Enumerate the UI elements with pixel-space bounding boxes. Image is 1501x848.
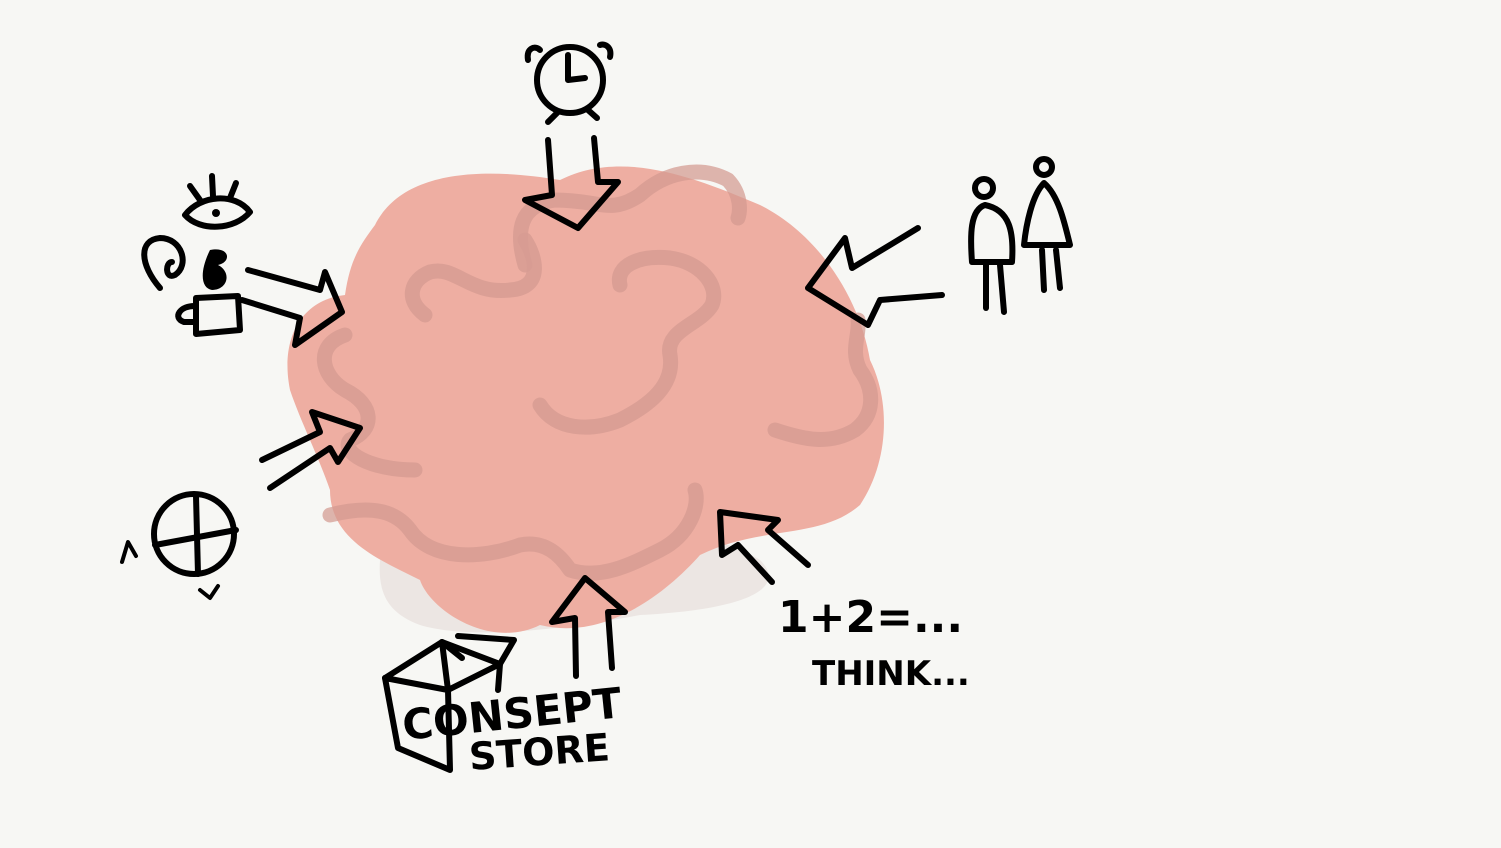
arrow-from-box <box>549 575 628 679</box>
alarm-clock-icon <box>524 41 614 125</box>
brain-folds <box>316 164 879 581</box>
brain-shape <box>287 166 884 633</box>
people-icon <box>968 156 1073 315</box>
arrow-from-top <box>522 135 621 231</box>
arrow-from-thinking <box>717 509 811 585</box>
arrow-from-people <box>805 225 945 328</box>
math-label: 1+2=... <box>778 592 963 643</box>
store-label-line2: STORE <box>468 725 612 779</box>
arrow-from-compass <box>259 409 363 491</box>
compass-icon <box>120 491 239 600</box>
open-box-icon <box>382 633 517 773</box>
eye-ear-nose-mouth-hand-icon <box>141 173 253 337</box>
arrow-from-senses <box>239 267 345 348</box>
think-label: THINK... <box>812 654 970 694</box>
